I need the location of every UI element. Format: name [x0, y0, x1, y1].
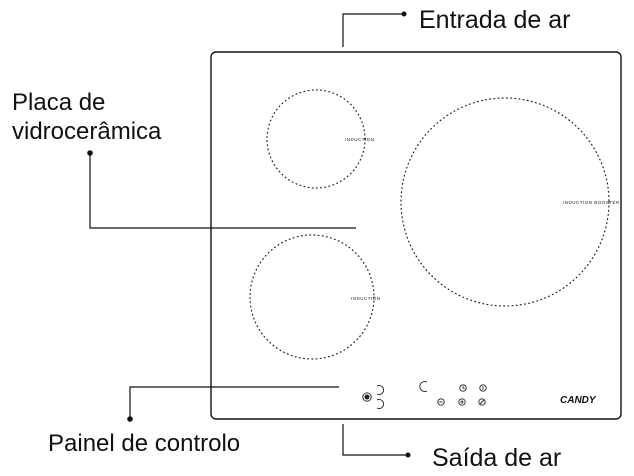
air-inlet-leader — [342, 13, 402, 47]
glass-plate-leader — [89, 155, 356, 229]
timer-icon — [459, 384, 467, 392]
minus-button-icon — [437, 398, 445, 406]
control-panel-label: Painel de controlo — [48, 430, 241, 457]
air-outlet-label: Saída de ar — [432, 444, 562, 472]
air-outlet-dot — [405, 452, 411, 458]
hob-outline — [210, 51, 622, 420]
control-panel-leader — [129, 386, 339, 417]
zone-top-left — [266, 89, 366, 189]
air-outlet-leader — [342, 424, 406, 456]
brand-logo: CANDY — [560, 395, 597, 406]
zone-top-left-label: INDUCTION — [345, 137, 375, 142]
zone-right-label: INDUCTION BOOSTER — [563, 200, 620, 205]
control-panel-dot — [127, 416, 133, 422]
boost-icon — [479, 384, 487, 392]
power-button-icon — [364, 394, 370, 400]
power-button-ring-icon — [362, 392, 372, 402]
control-panel — [362, 381, 487, 409]
glass-plate-label: Placa de vidrocerâmica — [12, 89, 162, 145]
zone-bottom-left — [249, 234, 375, 360]
glass-plate-dot — [87, 150, 93, 156]
lock-icon — [478, 398, 486, 406]
zone-selector-bottom-icon — [376, 399, 384, 409]
zone-right — [400, 97, 610, 307]
zone-selector-top-icon — [376, 385, 384, 395]
air-inlet-dot — [401, 11, 407, 17]
level-c-icon — [419, 381, 428, 392]
air-inlet-label: Entrada de ar — [419, 6, 571, 34]
plus-button-icon — [458, 398, 466, 406]
zone-bottom-left-label: INDUCTION — [351, 296, 381, 301]
